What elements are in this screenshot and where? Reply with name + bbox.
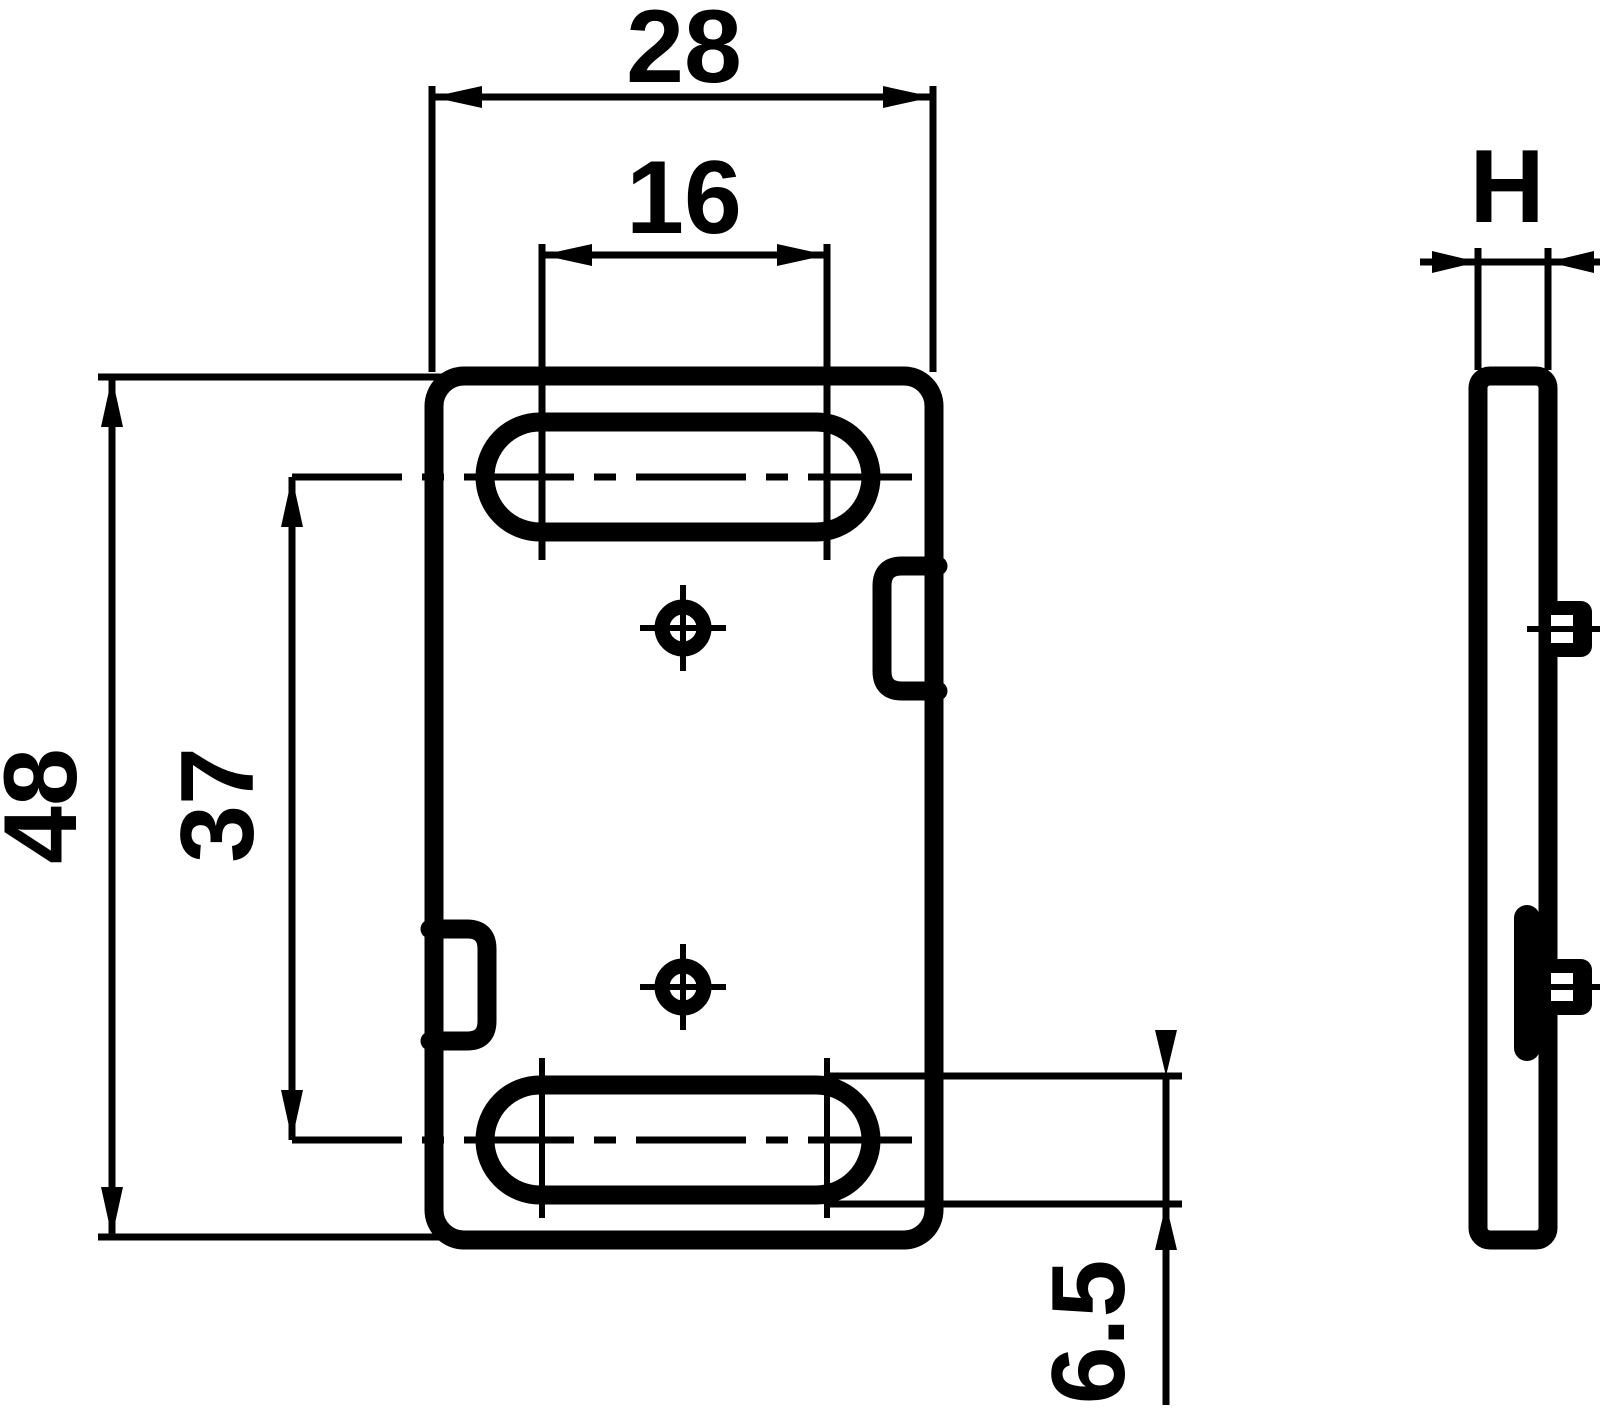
dim-16-arrow-left [542, 244, 592, 266]
plate-outline [424, 366, 944, 1250]
dim-overall-height: 48 [0, 373, 520, 1241]
dim-28-arrow-right [883, 86, 933, 108]
dim-48-arrow-bottom [101, 1187, 123, 1237]
dim-48-arrow-top [101, 377, 123, 427]
dim-28-label: 28 [626, 0, 742, 105]
dim-37-arrow-bottom [281, 1090, 303, 1140]
hole-bottom [640, 944, 726, 1030]
dim-h-arrow-left [1432, 251, 1478, 273]
dim-37-arrow-top [281, 477, 303, 527]
side-view [1468, 366, 1600, 1250]
dim-h-label: H [1469, 129, 1544, 245]
dim-thickness: H [1420, 129, 1600, 370]
notch-left [420, 919, 497, 1051]
dim-65-arrow-bottom [1155, 1204, 1177, 1250]
dim-48-label: 48 [0, 748, 99, 864]
side-tab-bottom [1527, 959, 1600, 1015]
side-profile-outline [1468, 366, 1558, 1250]
dim-slot-length: 16 [538, 140, 831, 560]
front-view [292, 366, 948, 1250]
notch-right [872, 556, 948, 701]
dim-65-label: 6.5 [1031, 1260, 1147, 1405]
hole-top [640, 585, 726, 671]
dim-overall-width: 28 [428, 0, 937, 372]
dim-37-label: 37 [160, 747, 276, 863]
dim-slot-center-distance: 37 [160, 477, 303, 1140]
dim-28-arrow-left [432, 86, 482, 108]
dim-16-arrow-right [777, 244, 827, 266]
side-notch-profile [1514, 905, 1540, 1061]
dim-16-label: 16 [626, 140, 742, 256]
dim-h-arrow-right [1548, 251, 1594, 273]
dim-slot-width: 6.5 [826, 1030, 1182, 1405]
side-tab-top [1527, 601, 1600, 657]
dim-65-arrow-top [1155, 1030, 1177, 1076]
